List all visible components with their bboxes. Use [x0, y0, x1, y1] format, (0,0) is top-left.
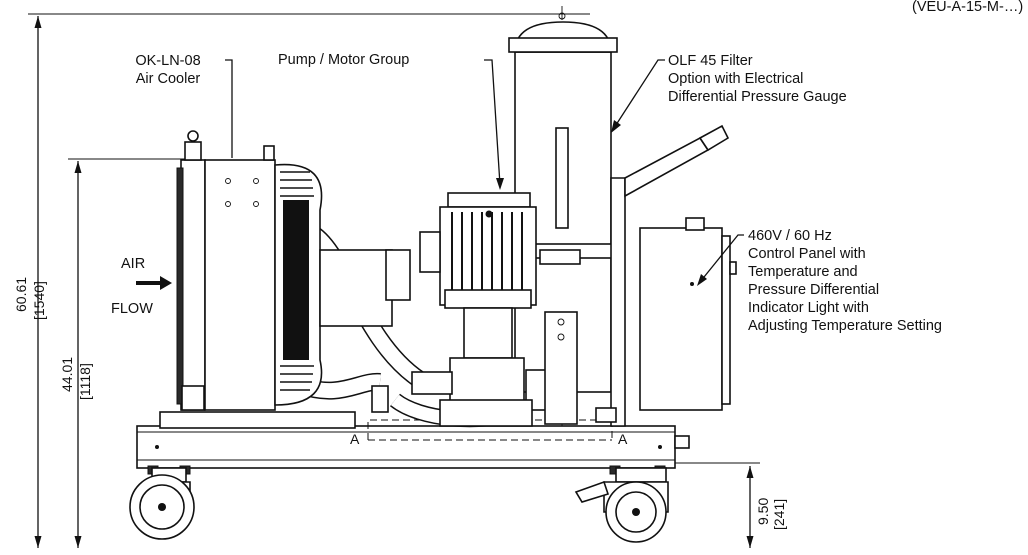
center-mark — [558, 12, 566, 20]
support-bracket — [544, 311, 578, 425]
control-panel-label-line2: Control Panel with — [748, 246, 866, 262]
filter-label: OLF 45 Filter Option with Electrical Dif… — [668, 52, 847, 106]
section-label-right: A — [618, 431, 628, 447]
air-cooler-label: OK-LN-08 Air Cooler — [108, 52, 228, 88]
leader-lines — [225, 59, 744, 286]
pump-motor-label: Pump / Motor Group — [278, 52, 410, 68]
cooler-height-mm-text: [1118] — [77, 363, 93, 400]
base-frame — [136, 411, 690, 475]
pump-motor-group — [411, 192, 551, 427]
control-panel-label-line6: Adjusting Temperature Setting — [748, 318, 942, 334]
section-a-marker: A A — [350, 419, 628, 447]
filter-label-line2: Option with Electrical — [668, 71, 804, 87]
top-right-partial-label: (VEU-A-15-M-…) — [912, 0, 1024, 15]
air-cooler-label-line1: OK-LN-08 — [135, 53, 201, 69]
right-caster-wheel — [574, 467, 669, 543]
control-panel-label-line1: 460V / 60 Hz — [748, 228, 832, 244]
cooler-height-dimension: 44.01 [1118] — [59, 158, 186, 548]
base-height-inch-text: 9.50 — [755, 498, 771, 525]
flow-label: FLOW — [111, 301, 153, 317]
control-panel-label-line3: Temperature and — [748, 264, 858, 280]
filter-label-line1: OLF 45 Filter — [668, 53, 753, 69]
base-height-mm-text: [241] — [771, 499, 787, 530]
air-label: AIR — [121, 256, 146, 272]
control-panel-label-line5: Indicator Light with — [748, 300, 869, 316]
overall-height-mm-text: [1540] — [31, 281, 47, 320]
filter-label-line3: Differential Pressure Gauge — [668, 89, 847, 105]
control-panel-label: 460V / 60 Hz Control Panel with Temperat… — [748, 227, 942, 335]
control-panel — [595, 217, 737, 423]
control-panel-label-line4: Pressure Differential — [748, 282, 880, 298]
air-cooler-label-line2: Air Cooler — [135, 71, 201, 87]
air-cooler — [176, 130, 411, 411]
cooler-height-inch-text: 44.01 — [59, 357, 75, 392]
base-height-dimension: 9.50 [241] — [672, 462, 787, 548]
air-flow-arrow — [136, 276, 172, 290]
section-label-left: A — [350, 431, 360, 447]
small-fitting — [371, 385, 389, 413]
left-caster-wheel — [129, 467, 195, 540]
overall-height-dimension: 60.61 [1540] — [13, 13, 590, 548]
push-handle — [610, 124, 730, 427]
overall-height-inch-text: 60.61 — [13, 277, 29, 312]
